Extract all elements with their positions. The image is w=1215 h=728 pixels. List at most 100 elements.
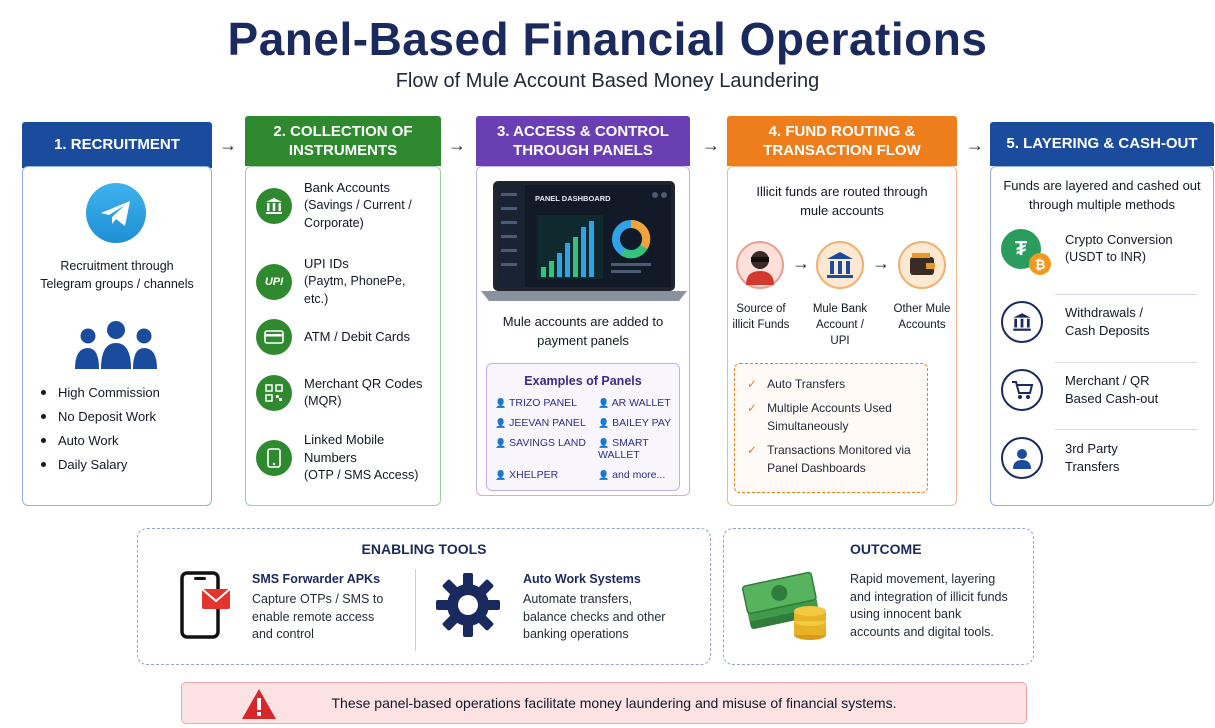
item-title: 3rd Party bbox=[1065, 440, 1118, 456]
warning-icon bbox=[240, 687, 278, 724]
stage-heading: 3. ACCESS & CONTROL THROUGH PANELS bbox=[476, 116, 690, 166]
flow-arrow: → bbox=[792, 253, 810, 273]
list-item: 👤 AR WALLET bbox=[598, 397, 671, 409]
flow-arrow: → bbox=[219, 135, 237, 155]
list-item: 👤 JEEVAN PANEL bbox=[495, 417, 586, 429]
cart-icon bbox=[1001, 369, 1043, 411]
tool-description: Capture OTPs / SMS to enable remote acce… bbox=[252, 592, 384, 641]
item-title: Bank Accounts bbox=[304, 180, 390, 195]
item-detail: (MQR) bbox=[304, 394, 342, 409]
people-icon bbox=[71, 319, 161, 374]
panels-text: Mule accounts are added to payment panel… bbox=[502, 314, 664, 348]
qr-code-icon bbox=[256, 375, 292, 411]
stage-fund-routing: 4. FUND ROUTING & TRANSACTION FLOW Illic… bbox=[727, 116, 957, 506]
tool-title: SMS Forwarder APKs bbox=[252, 572, 381, 586]
stage-heading: 2. COLLECTION OF INSTRUMENTS bbox=[245, 116, 441, 166]
item-title: UPI IDs bbox=[304, 256, 349, 271]
routing-checklist: ✓Auto Transfers ✓Multiple Accounts Used … bbox=[734, 363, 928, 493]
flow-arrow: → bbox=[872, 253, 890, 273]
list-item: 👤 SMART WALLET bbox=[598, 437, 649, 461]
list-item: Daily Salary bbox=[41, 457, 160, 472]
list-item: 👤 XHELPER bbox=[495, 469, 559, 481]
flow-arrow: → bbox=[966, 135, 984, 155]
thief-icon bbox=[736, 241, 784, 289]
cashout-withdrawals: Withdrawals / Cash Deposits bbox=[1001, 301, 1205, 343]
item-detail: (USDT to INR) bbox=[1065, 250, 1147, 265]
dashboard-label: PANEL DASHBOARD bbox=[535, 194, 611, 203]
stage-heading: 1. RECRUITMENT bbox=[22, 122, 212, 168]
cashout-crypto: ₮ ₿ Crypto Conversion (USDT to INR) bbox=[1001, 229, 1205, 275]
instrument-qr: Merchant QR Codes (MQR) bbox=[256, 375, 432, 411]
enabling-tools-box: ENABLING TOOLS SMS Forwarder APKs Captur… bbox=[137, 528, 711, 665]
laptop-dashboard-icon: PANEL DASHBOARD bbox=[481, 181, 687, 305]
crypto-icon: ₮ ₿ bbox=[1001, 229, 1051, 275]
item-detail: Based Cash-out bbox=[1065, 391, 1159, 406]
money-stack-icon bbox=[740, 561, 832, 648]
telegram-icon bbox=[86, 183, 146, 243]
warning-banner: These panel-based operations facilitate … bbox=[181, 682, 1027, 724]
bank-icon bbox=[816, 241, 864, 289]
tool-description: Automate transfers, balance checks and o… bbox=[523, 592, 666, 641]
stage-heading: 4. FUND ROUTING & TRANSACTION FLOW bbox=[727, 116, 957, 166]
item-detail: Cash Deposits bbox=[1065, 323, 1150, 338]
stage-access-control: 3. ACCESS & CONTROL THROUGH PANELS bbox=[476, 116, 690, 496]
page-subtitle: Flow of Mule Account Based Money Launder… bbox=[395, 70, 820, 92]
panel-list: 👤 TRIZO PANEL 👤 AR WALLET 👤 JEEVAN PANEL… bbox=[495, 397, 679, 481]
stage-recruitment: 1. RECRUITMENT Recruitment through Teleg… bbox=[22, 116, 212, 506]
layering-text: Funds are layered and cashed out through… bbox=[1003, 178, 1201, 212]
outcome-box: OUTCOME Rapid movement, layering and int… bbox=[723, 528, 1034, 665]
outcome-text: Rapid movement, layering and integration… bbox=[850, 572, 1008, 639]
flow-arrow: → bbox=[448, 135, 466, 155]
outcome-title: OUTCOME bbox=[850, 541, 922, 557]
list-item: ✓Auto Transfers bbox=[747, 377, 846, 391]
instrument-upi: UPI UPI IDs (Paytm, PhonePe, etc.) bbox=[256, 255, 432, 308]
cashout-merchant-qr: Merchant / QR Based Cash-out bbox=[1001, 369, 1205, 411]
item-detail: (Paytm, PhonePe, etc.) bbox=[304, 274, 406, 306]
card-icon bbox=[256, 319, 292, 355]
instrument-cards: ATM / Debit Cards bbox=[256, 319, 432, 355]
phone-mail-icon bbox=[180, 571, 232, 646]
bank-icon bbox=[1001, 301, 1043, 343]
panel-examples-box: Examples of Panels 👤 TRIZO PANEL 👤 AR WA… bbox=[486, 363, 680, 491]
item-title: Crypto Conversion bbox=[1065, 232, 1173, 248]
item-detail: Transfers bbox=[1065, 459, 1120, 474]
page-title: Panel-Based Financial Operations bbox=[227, 13, 988, 65]
list-item: 👤 SAVINGS LAND bbox=[495, 437, 586, 449]
recruitment-bullets: High Commission No Deposit Work Auto Wor… bbox=[41, 385, 160, 481]
stage-layering-cashout: 5. LAYERING & CASH-OUT Funds are layered… bbox=[990, 116, 1214, 506]
stage-collection: 2. COLLECTION OF INSTRUMENTS Bank Accoun… bbox=[245, 116, 441, 506]
flow-label: Source of illicit Funds bbox=[732, 303, 790, 332]
item-detail: (Savings / Current / Corporate) bbox=[304, 198, 412, 230]
item-title: ATM / Debit Cards bbox=[304, 328, 410, 344]
list-item: High Commission bbox=[41, 385, 160, 400]
flow-arrow: → bbox=[702, 135, 720, 155]
list-item: ✓Transactions Monitored via Panel Dashbo… bbox=[747, 443, 911, 475]
upi-icon: UPI bbox=[256, 263, 292, 300]
person-icon bbox=[1001, 437, 1043, 479]
gear-icon bbox=[434, 571, 502, 644]
item-detail: (OTP / SMS Access) bbox=[304, 468, 419, 483]
list-item: Auto Work bbox=[41, 433, 160, 448]
item-title: Withdrawals / bbox=[1065, 304, 1144, 320]
routing-text: Illicit funds are routed through mule ac… bbox=[756, 184, 928, 218]
bank-icon bbox=[256, 187, 292, 224]
item-title: Merchant QR Codes bbox=[304, 376, 423, 392]
warning-text: These panel-based operations facilitate … bbox=[331, 695, 897, 711]
tool-title: Auto Work Systems bbox=[523, 572, 641, 586]
mobile-icon bbox=[256, 439, 292, 476]
flow-label: Mule Bank Account / UPI bbox=[812, 303, 868, 348]
instrument-mobile: Linked Mobile Numbers (OTP / SMS Access) bbox=[256, 431, 432, 485]
stage-heading: 5. LAYERING & CASH-OUT bbox=[990, 122, 1214, 166]
enabling-tools-title: ENABLING TOOLS bbox=[361, 541, 487, 557]
recruitment-text: Recruitment through Telegram groups / ch… bbox=[40, 259, 194, 292]
examples-title: Examples of Panels bbox=[524, 374, 642, 388]
item-title: Linked Mobile Numbers bbox=[304, 432, 385, 466]
list-item: No Deposit Work bbox=[41, 409, 160, 424]
list-item: ✓Multiple Accounts Used Simultaneously bbox=[747, 401, 892, 433]
list-item: 👤 and more... bbox=[598, 469, 666, 481]
instrument-bank-accounts: Bank Accounts (Savings / Current / Corpor… bbox=[256, 179, 432, 232]
list-item: 👤 BAILEY PAY bbox=[598, 417, 672, 429]
item-title: Merchant / QR bbox=[1065, 372, 1150, 388]
list-item: 👤 TRIZO PANEL bbox=[495, 397, 578, 409]
